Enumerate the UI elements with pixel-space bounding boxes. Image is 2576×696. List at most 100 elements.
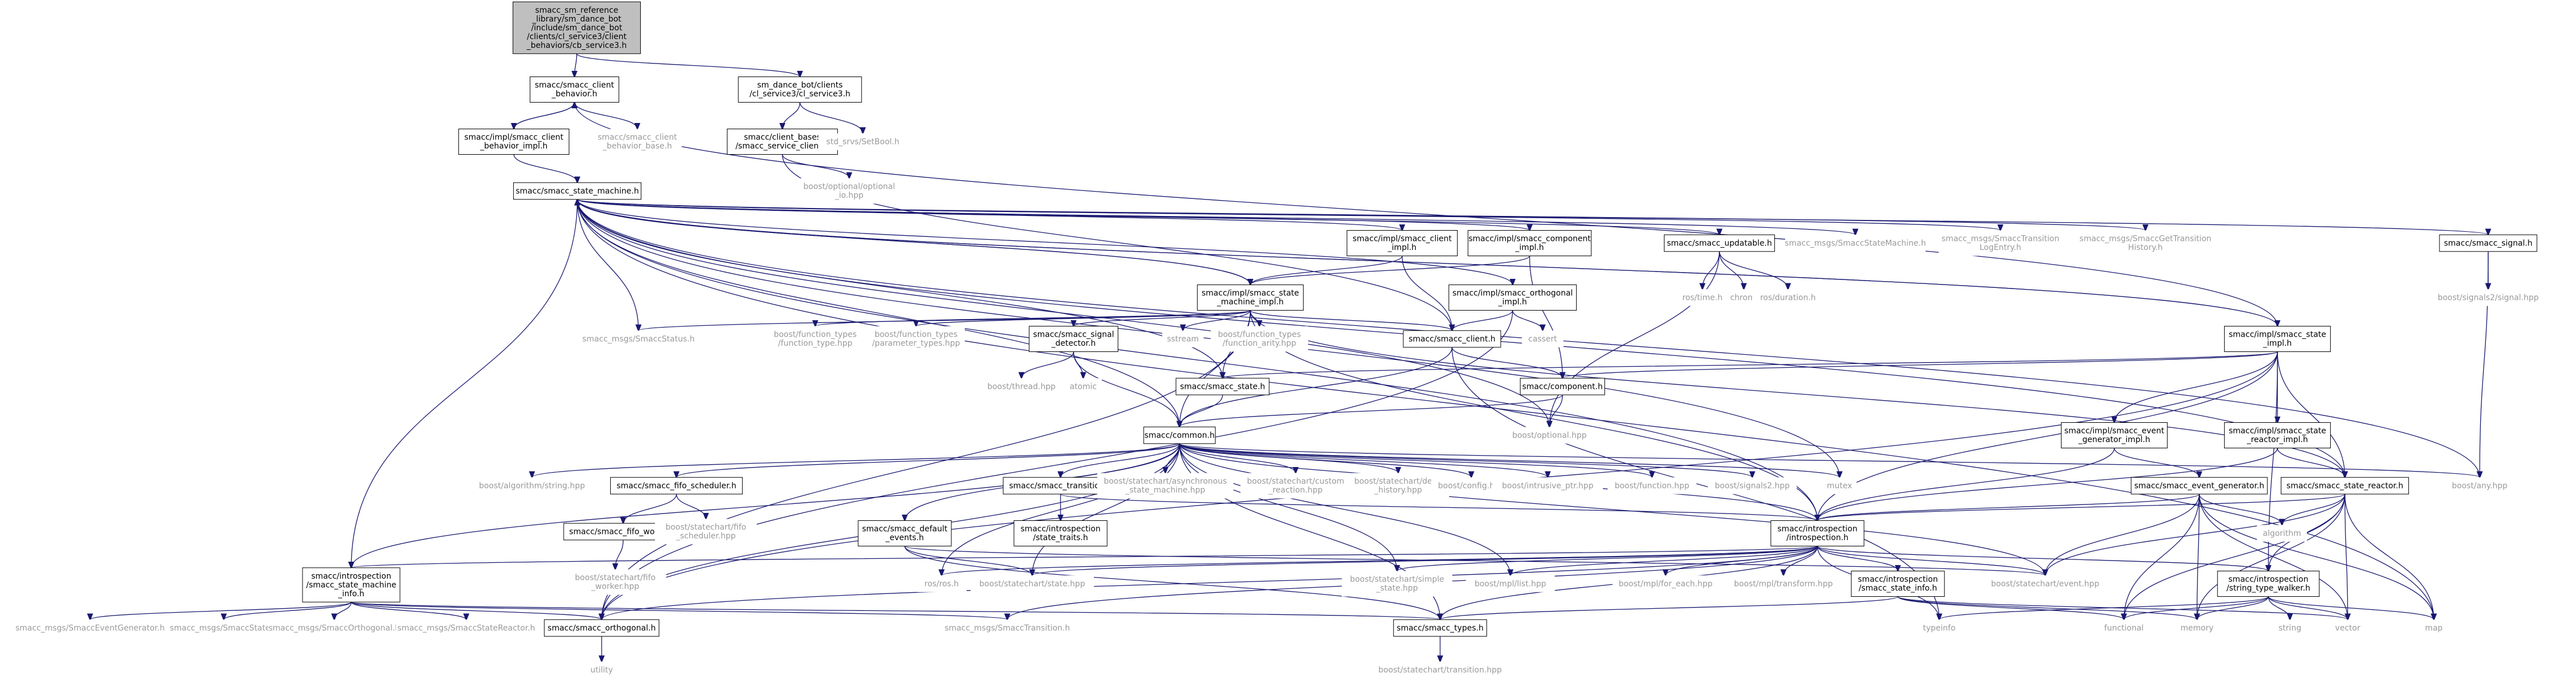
node-box-algorithm — [2256, 525, 2307, 542]
edge-fifosched-to-fifoworker — [623, 494, 677, 524]
edge-svcclient-to-optio — [782, 154, 849, 179]
edge-sm-to-smi — [351, 199, 578, 568]
node-evgenimpl[interactable]: smacc/impl/smacc_event_generator_impl.h — [2060, 422, 2168, 448]
node-label-cbbase-line-0: smacc/smacc_client — [598, 133, 677, 142]
node-compimpl[interactable]: smacc/impl/smacc_component_impl.h — [1467, 230, 1592, 256]
edge-sigdet-to-thread — [1021, 351, 1074, 379]
node-evgen[interactable]: smacc/smacc_event_generator.h — [2131, 477, 2268, 495]
node-box-setbool — [818, 133, 908, 150]
node-box-orthmsg — [268, 619, 401, 636]
node-box-reactormsg — [396, 619, 537, 636]
node-label-defevents-line-1: _events.h — [885, 533, 924, 542]
node-orthmsg: smacc_msgs/SmaccOrthogonal.h — [268, 619, 401, 636]
node-box-statetraits — [1014, 520, 1108, 546]
node-orthimpl[interactable]: smacc/impl/smacc_orthogonal_impl.h — [1448, 285, 1577, 311]
node-label-optio-line-1: _io.hpp — [834, 191, 863, 200]
edge-fifoworker-to-fifoworkerhpp — [615, 540, 624, 570]
node-transition[interactable]: smacc/smacc_transition.h — [1003, 477, 1118, 495]
node-box-signals2sig — [2429, 289, 2548, 306]
node-label-svcclient-line-0: smacc/client_bases — [744, 133, 821, 142]
node-smimpl[interactable]: smacc/impl/smacc_state_machine_impl.h — [1197, 285, 1304, 311]
node-label-svcclient-line-1: /smacc_service_client.h — [735, 142, 829, 151]
node-box-stateinfo — [1851, 571, 1945, 597]
node-root[interactable]: smacc_sm_reference_library/sm_dance_bot/… — [512, 1, 641, 54]
edge-updatable-to-rostime — [1702, 251, 1720, 290]
edge-common-to-boostany — [1179, 443, 2480, 478]
node-label-evgenimpl-line-0: smacc/impl/smacc_event — [2064, 427, 2165, 436]
node-box-thread — [981, 378, 1062, 395]
node-label-thread-line-0: boost/thread.hpp — [987, 382, 1056, 391]
node-stateimpl[interactable]: smacc/impl/smacc_state_impl.h — [2224, 326, 2331, 352]
node-cbimpl[interactable]: smacc/impl/smacc_client_behavior_impl.h — [458, 129, 569, 155]
edge-client-to-common — [1180, 347, 1453, 427]
node-box-fnparam — [867, 326, 965, 352]
node-label-config-line-0: boost/config.hpp — [1438, 481, 1505, 490]
node-defevents[interactable]: smacc/smacc_default_events.h — [858, 520, 952, 546]
node-updatable[interactable]: smacc/smacc_updatable.h — [1664, 234, 1775, 252]
node-algorithm: algorithm — [2256, 525, 2307, 542]
node-label-setbool-line-0: std_srvs/SetBool.h — [827, 137, 900, 146]
node-box-foreach — [1612, 575, 1719, 592]
edge-reactor-to-functional — [2124, 494, 2345, 620]
edge-common-to-function — [1179, 443, 1652, 478]
edge-evgen-to-vector — [2199, 494, 2348, 620]
node-label-stateimpl-line-0: smacc/impl/smacc_state — [2229, 330, 2326, 339]
node-component[interactable]: smacc/component.h — [1519, 377, 1606, 396]
node-sigdet[interactable]: smacc/smacc_signal_detector.h — [1029, 326, 1118, 352]
node-label-utility-line-0: utility — [590, 665, 613, 674]
edge-reactor-to-algorithm — [2282, 494, 2345, 525]
node-label-orthimpl-line-1: _impl.h — [1498, 298, 1527, 307]
edge-sm-to-smaccsm — [577, 199, 1855, 235]
node-types[interactable]: smacc/smacc_types.h — [1393, 619, 1487, 637]
node-layer: smacc_sm_reference_library/sm_dance_bot/… — [15, 1, 2548, 678]
node-statetraits[interactable]: smacc/introspection/state_traits.h — [1014, 520, 1108, 546]
edge-transition-to-introspection — [1060, 494, 1817, 521]
node-cls3[interactable]: sm_dance_bot/clients/cl_service3/cl_serv… — [738, 77, 862, 103]
node-label-signal-line-0: smacc/smacc_signal.h — [2444, 239, 2532, 248]
node-label-clientimpl-line-0: smacc/impl/smacc_client — [1353, 235, 1453, 244]
node-fntype: boost/function_types/function_type.hpp — [767, 326, 864, 352]
node-stateinfo[interactable]: smacc/introspection/smacc_state_info.h — [1851, 571, 1945, 597]
node-client[interactable]: smacc/smacc_client.h — [1403, 330, 1501, 348]
edge-sm-to-status — [577, 199, 638, 331]
node-introspection[interactable]: smacc/introspection/introspection.h — [1770, 520, 1864, 546]
edge-smi-to-reactormsg — [351, 601, 466, 619]
node-vector: vector — [2329, 619, 2366, 636]
node-box-compimpl — [1467, 230, 1592, 256]
node-box-rosros — [916, 575, 967, 592]
node-clientimpl[interactable]: smacc/impl/smacc_client_impl.h — [1347, 230, 1458, 256]
edge-smimpl-to-orthogonal — [602, 310, 1251, 620]
node-sm[interactable]: smacc/smacc_state_machine.h — [513, 182, 642, 200]
node-common[interactable]: smacc/common.h — [1143, 426, 1216, 444]
node-label-root-line-3: /clients/cl_service3/client — [527, 32, 627, 41]
node-fifosched[interactable]: smacc/smacc_fifo_scheduler.h — [610, 477, 743, 495]
node-signal[interactable]: smacc/smacc_signal.h — [2439, 234, 2537, 252]
node-walker[interactable]: smacc/introspection/string_type_walker.h — [2217, 571, 2320, 597]
node-label-smaccsm-line-0: smacc_msgs/SmaccStateMachine.h — [1785, 239, 1926, 248]
node-smi[interactable]: smacc/introspection/smacc_state_machine_… — [302, 567, 401, 602]
node-label-compimpl-line-0: smacc/impl/smacc_component — [1468, 235, 1591, 244]
node-reactor[interactable]: smacc/smacc_state_reactor.h — [2280, 477, 2409, 495]
node-label-signals2sig-line-0: boost/signals2/signal.hpp — [2438, 293, 2539, 302]
node-cb[interactable]: smacc/smacc_client_behavior.h — [530, 77, 619, 103]
node-state[interactable]: smacc/smacc_state.h — [1176, 377, 1270, 396]
node-fnparam: boost/function_types/parameter_types.hpp — [867, 326, 965, 352]
node-label-smi-line-0: smacc/introspection — [311, 572, 391, 581]
node-label-walker-line-0: smacc/introspection — [2228, 575, 2308, 584]
node-srimpl[interactable]: smacc/impl/smacc_state_reactor_impl.h — [2224, 422, 2331, 448]
node-transmsg: smacc_msgs/SmaccTransition.h — [941, 619, 1074, 636]
edge-smimpl-to-client — [1250, 309, 1452, 331]
edge-clientimpl-to-smimpl — [1250, 256, 1403, 285]
node-label-srimpl-line-1: _reactor_impl.h — [2246, 435, 2308, 444]
node-box-smi — [302, 567, 401, 602]
node-orthogonal[interactable]: smacc/smacc_orthogonal.h — [544, 619, 659, 637]
node-label-translog-line-1: LogEntry.h — [1979, 243, 2021, 252]
node-functional: functional — [2097, 619, 2151, 636]
node-box-updatable — [1664, 234, 1775, 252]
node-label-reactor-line-0: smacc/smacc_state_reactor.h — [2287, 481, 2403, 490]
edge-smi-to-evgenmsg — [90, 601, 352, 619]
node-label-stateinfo-line-1: /smacc_state_info.h — [1859, 584, 1937, 593]
node-string: string — [2271, 619, 2309, 636]
